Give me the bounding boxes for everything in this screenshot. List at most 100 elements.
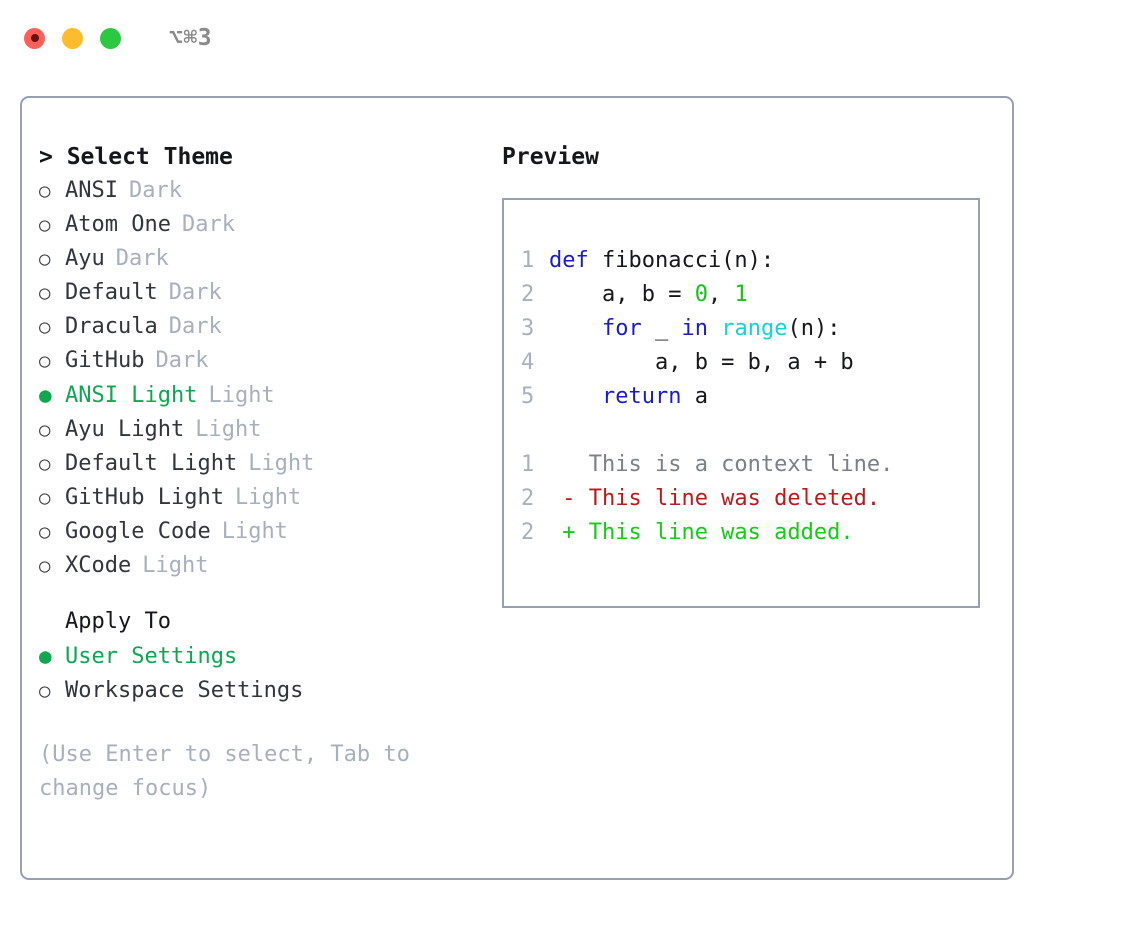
radio-unselected-icon: ○ bbox=[39, 555, 51, 577]
apply-to-list: ●User Settings ○ Workspace Settings bbox=[39, 639, 482, 708]
radio-unselected-icon: ○ bbox=[39, 214, 51, 236]
theme-option-variant: Dark bbox=[155, 348, 209, 373]
code-token-kw: for bbox=[601, 316, 642, 341]
minimize-button[interactable] bbox=[62, 27, 83, 49]
traffic-lights bbox=[24, 27, 121, 49]
code-line-content: return a bbox=[549, 380, 708, 414]
diff-sample: 1 This is a context line.2 - This line w… bbox=[521, 448, 978, 550]
theme-option-name: GitHub bbox=[65, 348, 145, 373]
apply-to-option[interactable]: ○ Workspace Settings bbox=[39, 674, 482, 708]
diff-line: 2 + This line was added. bbox=[521, 516, 978, 550]
code-line: 3 for _ in range(n): bbox=[521, 312, 978, 346]
theme-option-name: XCode bbox=[65, 553, 132, 578]
code-token-txt: , bbox=[707, 282, 735, 307]
code-token-kw: in bbox=[681, 316, 708, 341]
code-line-content: def fibonacci(n): bbox=[549, 244, 774, 278]
code-line: 5 return a bbox=[521, 380, 978, 414]
line-number: 1 bbox=[521, 452, 535, 477]
apply-to-option-name: User Settings bbox=[65, 644, 238, 669]
radio-unselected-icon: ○ bbox=[39, 453, 51, 475]
diff-line: 1 This is a context line. bbox=[521, 448, 978, 482]
theme-option-variant: Dark bbox=[128, 178, 182, 203]
code-token-num: 1 bbox=[734, 282, 748, 307]
theme-option-variant: Light bbox=[208, 383, 275, 408]
theme-option-variant: Dark bbox=[168, 280, 222, 305]
theme-option-name: Ayu bbox=[65, 246, 105, 271]
radio-unselected-icon: ○ bbox=[39, 680, 51, 702]
code-token-txt: a, b = bbox=[549, 282, 695, 307]
line-number: 2 bbox=[521, 282, 535, 307]
code-line-content: a, b = 0, 1 bbox=[549, 278, 748, 312]
theme-option-variant: Dark bbox=[115, 246, 169, 271]
theme-option-variant: Dark bbox=[181, 212, 235, 237]
code-line: 2 a, b = 0, 1 bbox=[521, 278, 978, 312]
diff-line-content: + This line was added. bbox=[549, 520, 854, 545]
theme-option-name: Ayu Light bbox=[65, 417, 185, 442]
radio-unselected-icon: ○ bbox=[39, 521, 51, 543]
radio-unselected-icon: ○ bbox=[39, 419, 51, 441]
code-token-txt bbox=[708, 316, 721, 341]
theme-option-variant: Light bbox=[248, 451, 315, 476]
close-button[interactable] bbox=[24, 27, 45, 49]
code-line: 4 a, b = b, a + b bbox=[521, 346, 978, 380]
theme-option[interactable]: ○ Ayu Dark bbox=[39, 242, 482, 276]
theme-option[interactable]: ○ Default Dark bbox=[39, 276, 482, 310]
code-token-fn: range bbox=[721, 316, 788, 341]
theme-option-name: Atom One bbox=[65, 212, 171, 237]
theme-option-name: ANSI bbox=[65, 178, 118, 203]
line-number: 2 bbox=[521, 520, 535, 545]
window-titlebar: ⌥⌘3 bbox=[0, 0, 1140, 76]
theme-option[interactable]: ○ ANSI Dark bbox=[39, 174, 482, 208]
theme-option-name: Dracula bbox=[65, 314, 158, 339]
theme-option-variant: Light bbox=[142, 553, 209, 578]
theme-option-variant: Dark bbox=[168, 314, 222, 339]
theme-option[interactable]: ○ GitHub Dark bbox=[39, 344, 482, 378]
code-token-txt: fibonacci(n): bbox=[601, 248, 775, 273]
diff-line: 2 - This line was deleted. bbox=[521, 482, 978, 516]
theme-option-name: Default bbox=[65, 280, 158, 305]
theme-option-variant: Light bbox=[221, 519, 288, 544]
radio-unselected-icon: ○ bbox=[39, 180, 51, 202]
code-line-content: a, b = b, a + b bbox=[549, 346, 854, 380]
preview-title: Preview bbox=[502, 144, 599, 170]
code-token-kw: return bbox=[601, 384, 682, 409]
theme-option-name: GitHub Light bbox=[65, 485, 224, 510]
theme-option[interactable]: ○ Atom One Dark bbox=[39, 208, 482, 242]
code-token-txt: a bbox=[681, 384, 708, 409]
apply-to-option[interactable]: ●User Settings bbox=[39, 639, 482, 674]
apply-to-option-name: Workspace Settings bbox=[65, 678, 304, 703]
theme-option-variant: Light bbox=[234, 485, 302, 510]
code-token-txt: (n): bbox=[787, 316, 841, 341]
code-token-kw: def bbox=[549, 248, 602, 273]
theme-option[interactable]: ○ Default Light Light bbox=[39, 447, 482, 481]
apply-to-label: Apply To bbox=[65, 609, 171, 634]
code-token-txt: _ bbox=[641, 316, 682, 341]
code-token-txt: a, b = b, a + b bbox=[549, 350, 854, 375]
code-token-num: 0 bbox=[694, 282, 708, 307]
line-number: 4 bbox=[521, 350, 535, 375]
radio-unselected-icon: ○ bbox=[39, 350, 51, 372]
page-title: > Select Theme bbox=[39, 144, 233, 170]
theme-option[interactable]: ○ XCode Light bbox=[39, 549, 482, 583]
maximize-button[interactable] bbox=[100, 27, 121, 49]
theme-option-name: Default Light bbox=[65, 451, 238, 476]
keyboard-hint: (Use Enter to select, Tab to change focu… bbox=[39, 742, 424, 801]
code-token-txt bbox=[549, 316, 602, 341]
radio-unselected-icon: ○ bbox=[39, 282, 51, 304]
radio-selected-icon: ● bbox=[39, 383, 52, 407]
code-line-content: for _ in range(n): bbox=[549, 312, 840, 346]
radio-unselected-icon: ○ bbox=[39, 248, 51, 270]
